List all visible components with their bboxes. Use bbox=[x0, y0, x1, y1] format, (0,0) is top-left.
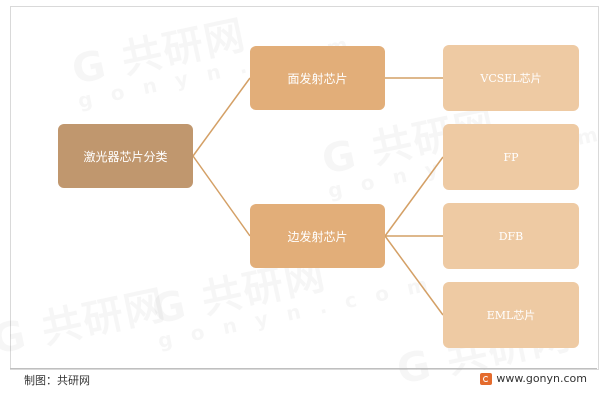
connector-root-to-edge bbox=[192, 155, 251, 237]
branch-label: 边发射芯片 bbox=[287, 229, 348, 244]
leaf-label: FP bbox=[503, 150, 519, 164]
connector-edge-to-eml bbox=[384, 235, 444, 316]
connector-edge-to-fp bbox=[384, 156, 444, 237]
branch-node-edge-emitting: 边发射芯片 bbox=[250, 204, 385, 268]
footer-credit: 制图：共研网 bbox=[24, 374, 90, 387]
leaf-node-fp: FP bbox=[443, 124, 579, 190]
branch-label: 面发射芯片 bbox=[287, 71, 348, 86]
footer-website: www.gonyn.com bbox=[480, 372, 587, 385]
gonyn-logo-icon bbox=[480, 372, 493, 385]
leaf-node-dfb: DFB bbox=[443, 203, 579, 269]
root-label: 激光器芯片分类 bbox=[83, 149, 168, 164]
leaf-node-eml: EML芯片 bbox=[443, 282, 579, 348]
footer-divider bbox=[10, 368, 597, 369]
footer-website-text: www.gonyn.com bbox=[496, 372, 587, 385]
root-node: 激光器芯片分类 bbox=[58, 124, 193, 188]
leaf-node-vcsel: VCSEL芯片 bbox=[443, 45, 579, 111]
connector-root-to-surface bbox=[192, 77, 251, 157]
leaf-label: EML芯片 bbox=[486, 309, 536, 322]
leaf-label: DFB bbox=[498, 229, 524, 243]
branch-node-surface-emitting: 面发射芯片 bbox=[250, 46, 385, 110]
leaf-label: VCSEL芯片 bbox=[480, 72, 542, 85]
